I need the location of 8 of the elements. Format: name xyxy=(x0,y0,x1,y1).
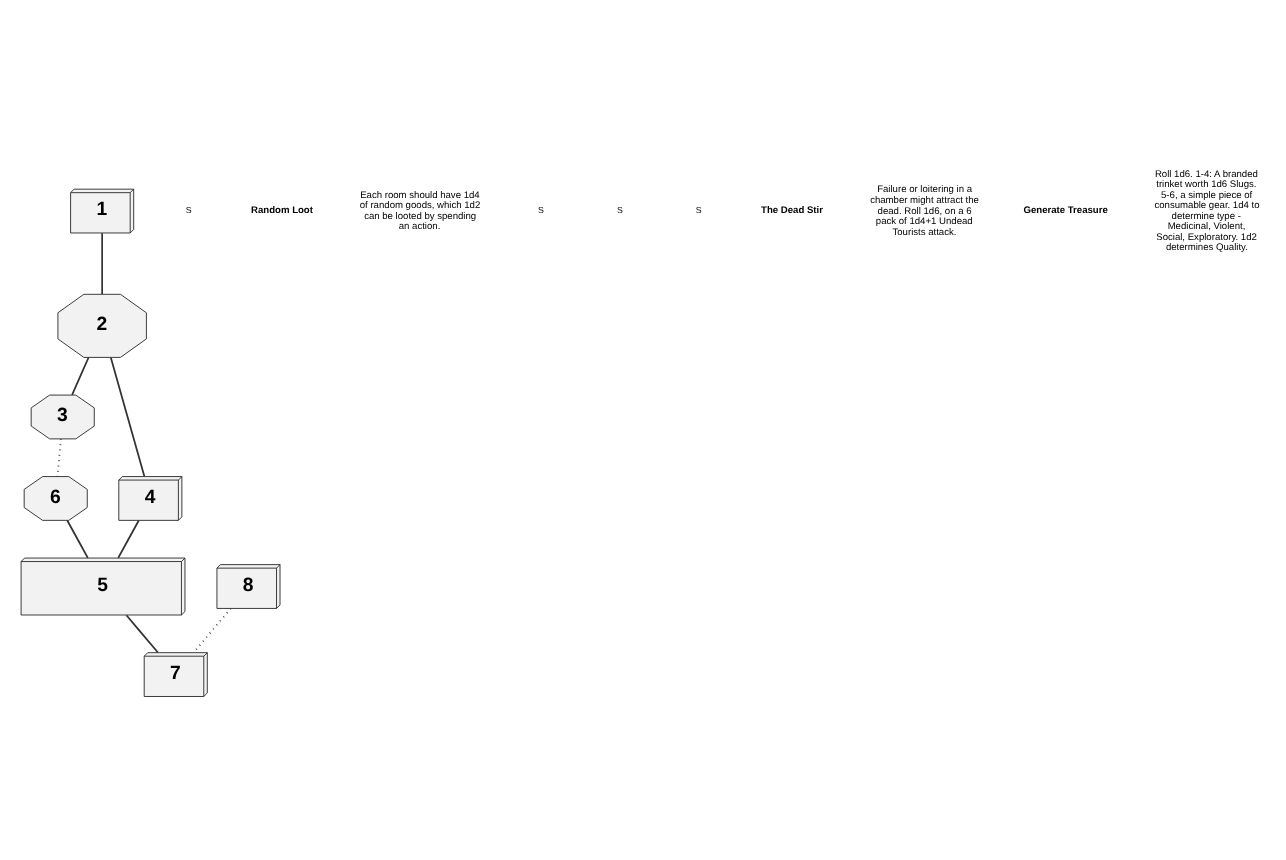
connector xyxy=(110,355,146,477)
connector xyxy=(71,355,90,395)
connector xyxy=(66,518,89,558)
connector xyxy=(56,437,62,477)
connector xyxy=(192,606,232,653)
connector xyxy=(101,231,104,294)
connector xyxy=(117,518,140,558)
connector xyxy=(125,613,159,653)
